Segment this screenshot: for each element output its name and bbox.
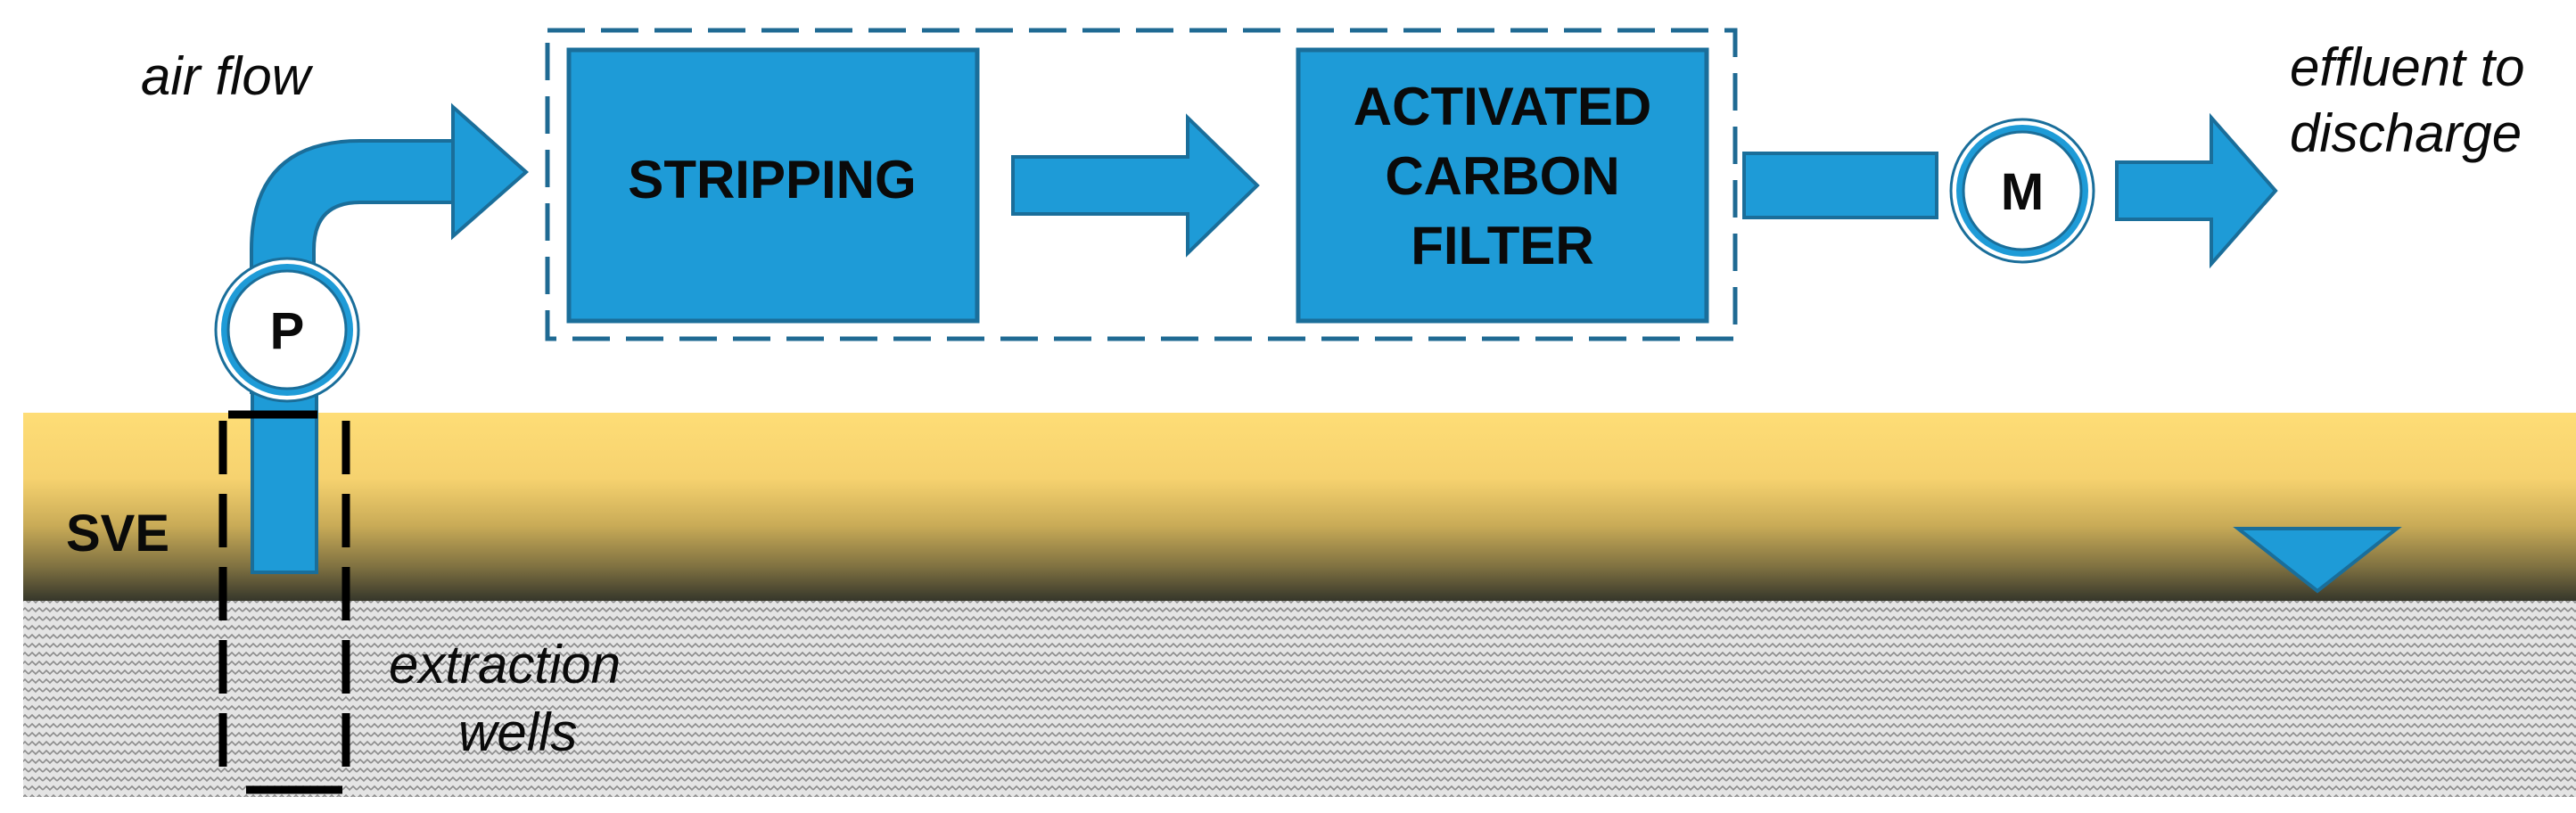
water-table-marker-icon <box>2233 527 2402 594</box>
carbon-filter-label-line2: CARBON <box>1385 146 1619 206</box>
extraction-wells-label-line2: wells <box>458 702 577 762</box>
effluent-label-line2: discharge <box>2290 103 2522 163</box>
pump-label: P <box>270 302 305 360</box>
effluent-label-line1: effluent to <box>2290 37 2525 97</box>
saturated-zone-ground <box>23 599 2576 797</box>
extraction-wells-bracket <box>218 410 350 794</box>
discharge-arrow-icon <box>2115 112 2278 269</box>
air-flow-label: air flow <box>141 46 314 106</box>
stripping-unit-label: STRIPPING <box>628 150 916 209</box>
meter-label: M <box>2001 163 2044 221</box>
pump-icon <box>214 257 360 403</box>
stripping-to-filter-arrow-icon <box>1011 113 1260 258</box>
meter-icon <box>1949 118 2095 264</box>
air-flow-arrow-icon <box>451 103 530 241</box>
extraction-wells-label-line1: extraction <box>389 635 621 694</box>
carbon-filter-label-line1: ACTIVATED <box>1354 77 1651 136</box>
stripping-unit-box <box>566 47 980 324</box>
carbon-filter-label-line3: FILTER <box>1411 216 1594 275</box>
treatment-unit-enclosure <box>545 28 1738 341</box>
outlet-pipe <box>1742 152 1938 219</box>
activated-carbon-filter-box <box>1296 47 1709 324</box>
vadose-zone-soil-layer <box>23 413 2576 601</box>
sve-label: SVE <box>66 505 169 563</box>
